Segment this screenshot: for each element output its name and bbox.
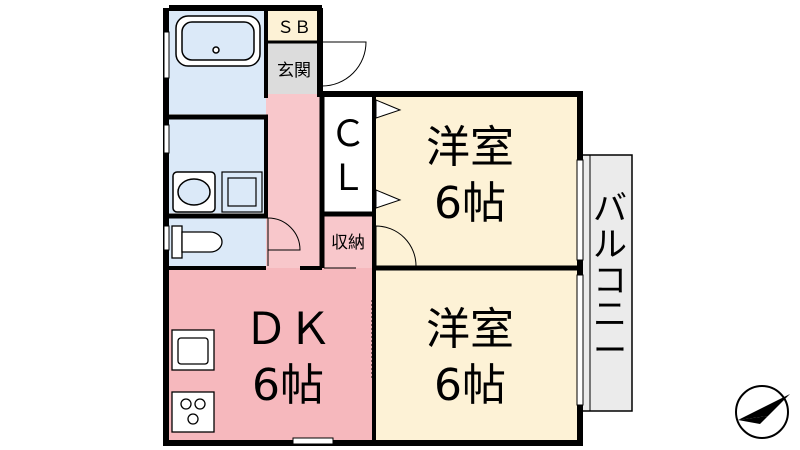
western-room-upper-size: 6帖 [434,178,506,229]
balcony-char-3: コ [593,261,627,301]
storage-box-label: ＳＢ [277,18,311,38]
dining-kitchen-name: ＤＫ [244,304,332,355]
stove-icon [171,391,215,433]
western-room-lower-size: 6帖 [434,360,506,411]
toilet-icon [171,225,223,259]
closet-label-line1: Ｃ [330,114,366,155]
entrance-label: 玄関 [277,61,311,81]
storage-area [322,216,374,268]
windows [163,31,584,445]
western-room-upper-name: 洋室 [426,122,514,173]
doors [267,41,417,380]
western-room-lower-name: 洋室 [426,304,514,355]
closet-label-line2: Ｌ [330,158,366,199]
closet-area [322,96,374,213]
balcony-char-2: ル [593,225,627,265]
balcony-label: バ ル コ ニ ー [593,189,627,371]
bathtub-icon [175,15,261,67]
western-room-upper-area [374,96,578,268]
dining-kitchen-size: 6帖 [252,360,324,411]
washbasin-icon [172,171,216,213]
washing-machine-pan-icon [221,171,263,213]
north-arrow-icon [735,385,790,439]
balcony-char-5: ー [593,331,627,371]
storage-label: 収納 [331,233,365,253]
corridor-area [266,94,322,268]
balcony-char-1: バ [593,189,627,229]
entrance-area [266,42,322,94]
storage-box-area [266,10,322,42]
kitchen-sink-icon [171,329,215,371]
balcony-char-4: ニ [593,295,627,335]
western-room-lower-area [374,268,578,440]
